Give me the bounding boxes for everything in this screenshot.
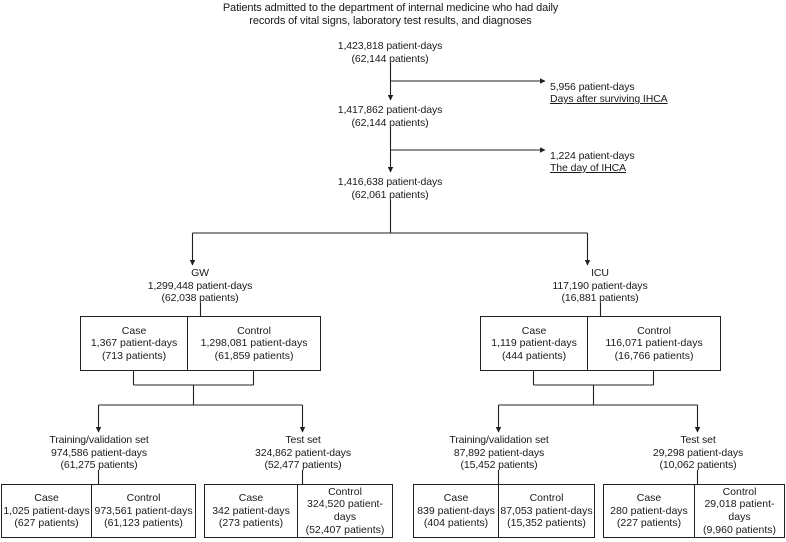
node-icu: ICU 117,190 patient-days (16,881 patient… xyxy=(552,267,648,305)
node-icu-test-set: Test set 29,298 patient-days (10,062 pat… xyxy=(652,434,744,472)
gw-train-control-cell: Control 973,561 patient-days (61,123 pat… xyxy=(91,485,195,537)
exclusion-1-reason: Days after surviving IHCA xyxy=(550,93,668,106)
gw-test-case-cell: Case 342 patient-days (273 patients) xyxy=(212,492,290,530)
exclusion-1-count: 5,956 patient-days xyxy=(550,80,635,93)
exclusion-2: 1,224 patient-days The day of IHCA xyxy=(550,137,780,187)
icu-train-control-cell: Control 87,053 patient-days (15,352 pati… xyxy=(498,485,594,537)
icu-case-cell: Case 1,119 patient-days (444 patients) xyxy=(491,324,577,362)
icu-train-case-control-box: Case 839 patient-days (404 patients) Con… xyxy=(413,484,595,538)
icu-test-control-cell: Control 29,018 patient-days (9,960 patie… xyxy=(694,485,784,537)
page-title: Patients admitted to the department of i… xyxy=(222,2,559,28)
node-icu-training-validation-set: Training/validation set 87,892 patient-d… xyxy=(449,434,549,472)
gw-test-control-cell: Control 324,520 patient-days (52,407 pat… xyxy=(297,485,392,537)
gw-test-case-control-box: Case 342 patient-days (273 patients) Con… xyxy=(204,484,393,538)
exclusion-2-reason: The day of IHCA xyxy=(550,162,627,175)
icu-case-control-box: Case 1,119 patient-days (444 patients) C… xyxy=(480,316,721,371)
node-gw: GW 1,299,448 patient-days (62,038 patien… xyxy=(147,267,253,305)
icu-train-case-cell: Case 839 patient-days (404 patients) xyxy=(417,492,495,530)
gw-train-case-control-box: Case 1,025 patient-days (627 patients) C… xyxy=(1,484,196,538)
gw-case-cell: Case 1,367 patient-days (713 patients) xyxy=(90,324,178,362)
gw-train-case-cell: Case 1,025 patient-days (627 patients) xyxy=(3,492,90,530)
icu-control-cell: Control 116,071 patient-days (16,766 pat… xyxy=(587,317,720,370)
node-total-cohort: 1,423,818 patient-days (62,144 patients) xyxy=(337,40,443,65)
node-gw-test-set: Test set 324,862 patient-days (52,477 pa… xyxy=(255,434,351,472)
icu-test-case-cell: Case 280 patient-days (227 patients) xyxy=(610,492,688,530)
gw-case-control-box: Case 1,367 patient-days (713 patients) C… xyxy=(80,316,321,371)
gw-control-cell: Control 1,298,081 patient-days (61,859 p… xyxy=(187,317,320,370)
node-gw-training-validation-set: Training/validation set 974,586 patient-… xyxy=(49,434,149,472)
icu-test-case-control-box: Case 280 patient-days (227 patients) Con… xyxy=(603,484,785,538)
node-after-exclusion-2: 1,416,638 patient-days (62,061 patients) xyxy=(337,176,443,201)
node-after-exclusion-1: 1,417,862 patient-days (62,144 patients) xyxy=(337,104,443,129)
exclusion-2-count: 1,224 patient-days xyxy=(550,149,635,162)
exclusion-1: 5,956 patient-days Days after surviving … xyxy=(550,68,780,118)
